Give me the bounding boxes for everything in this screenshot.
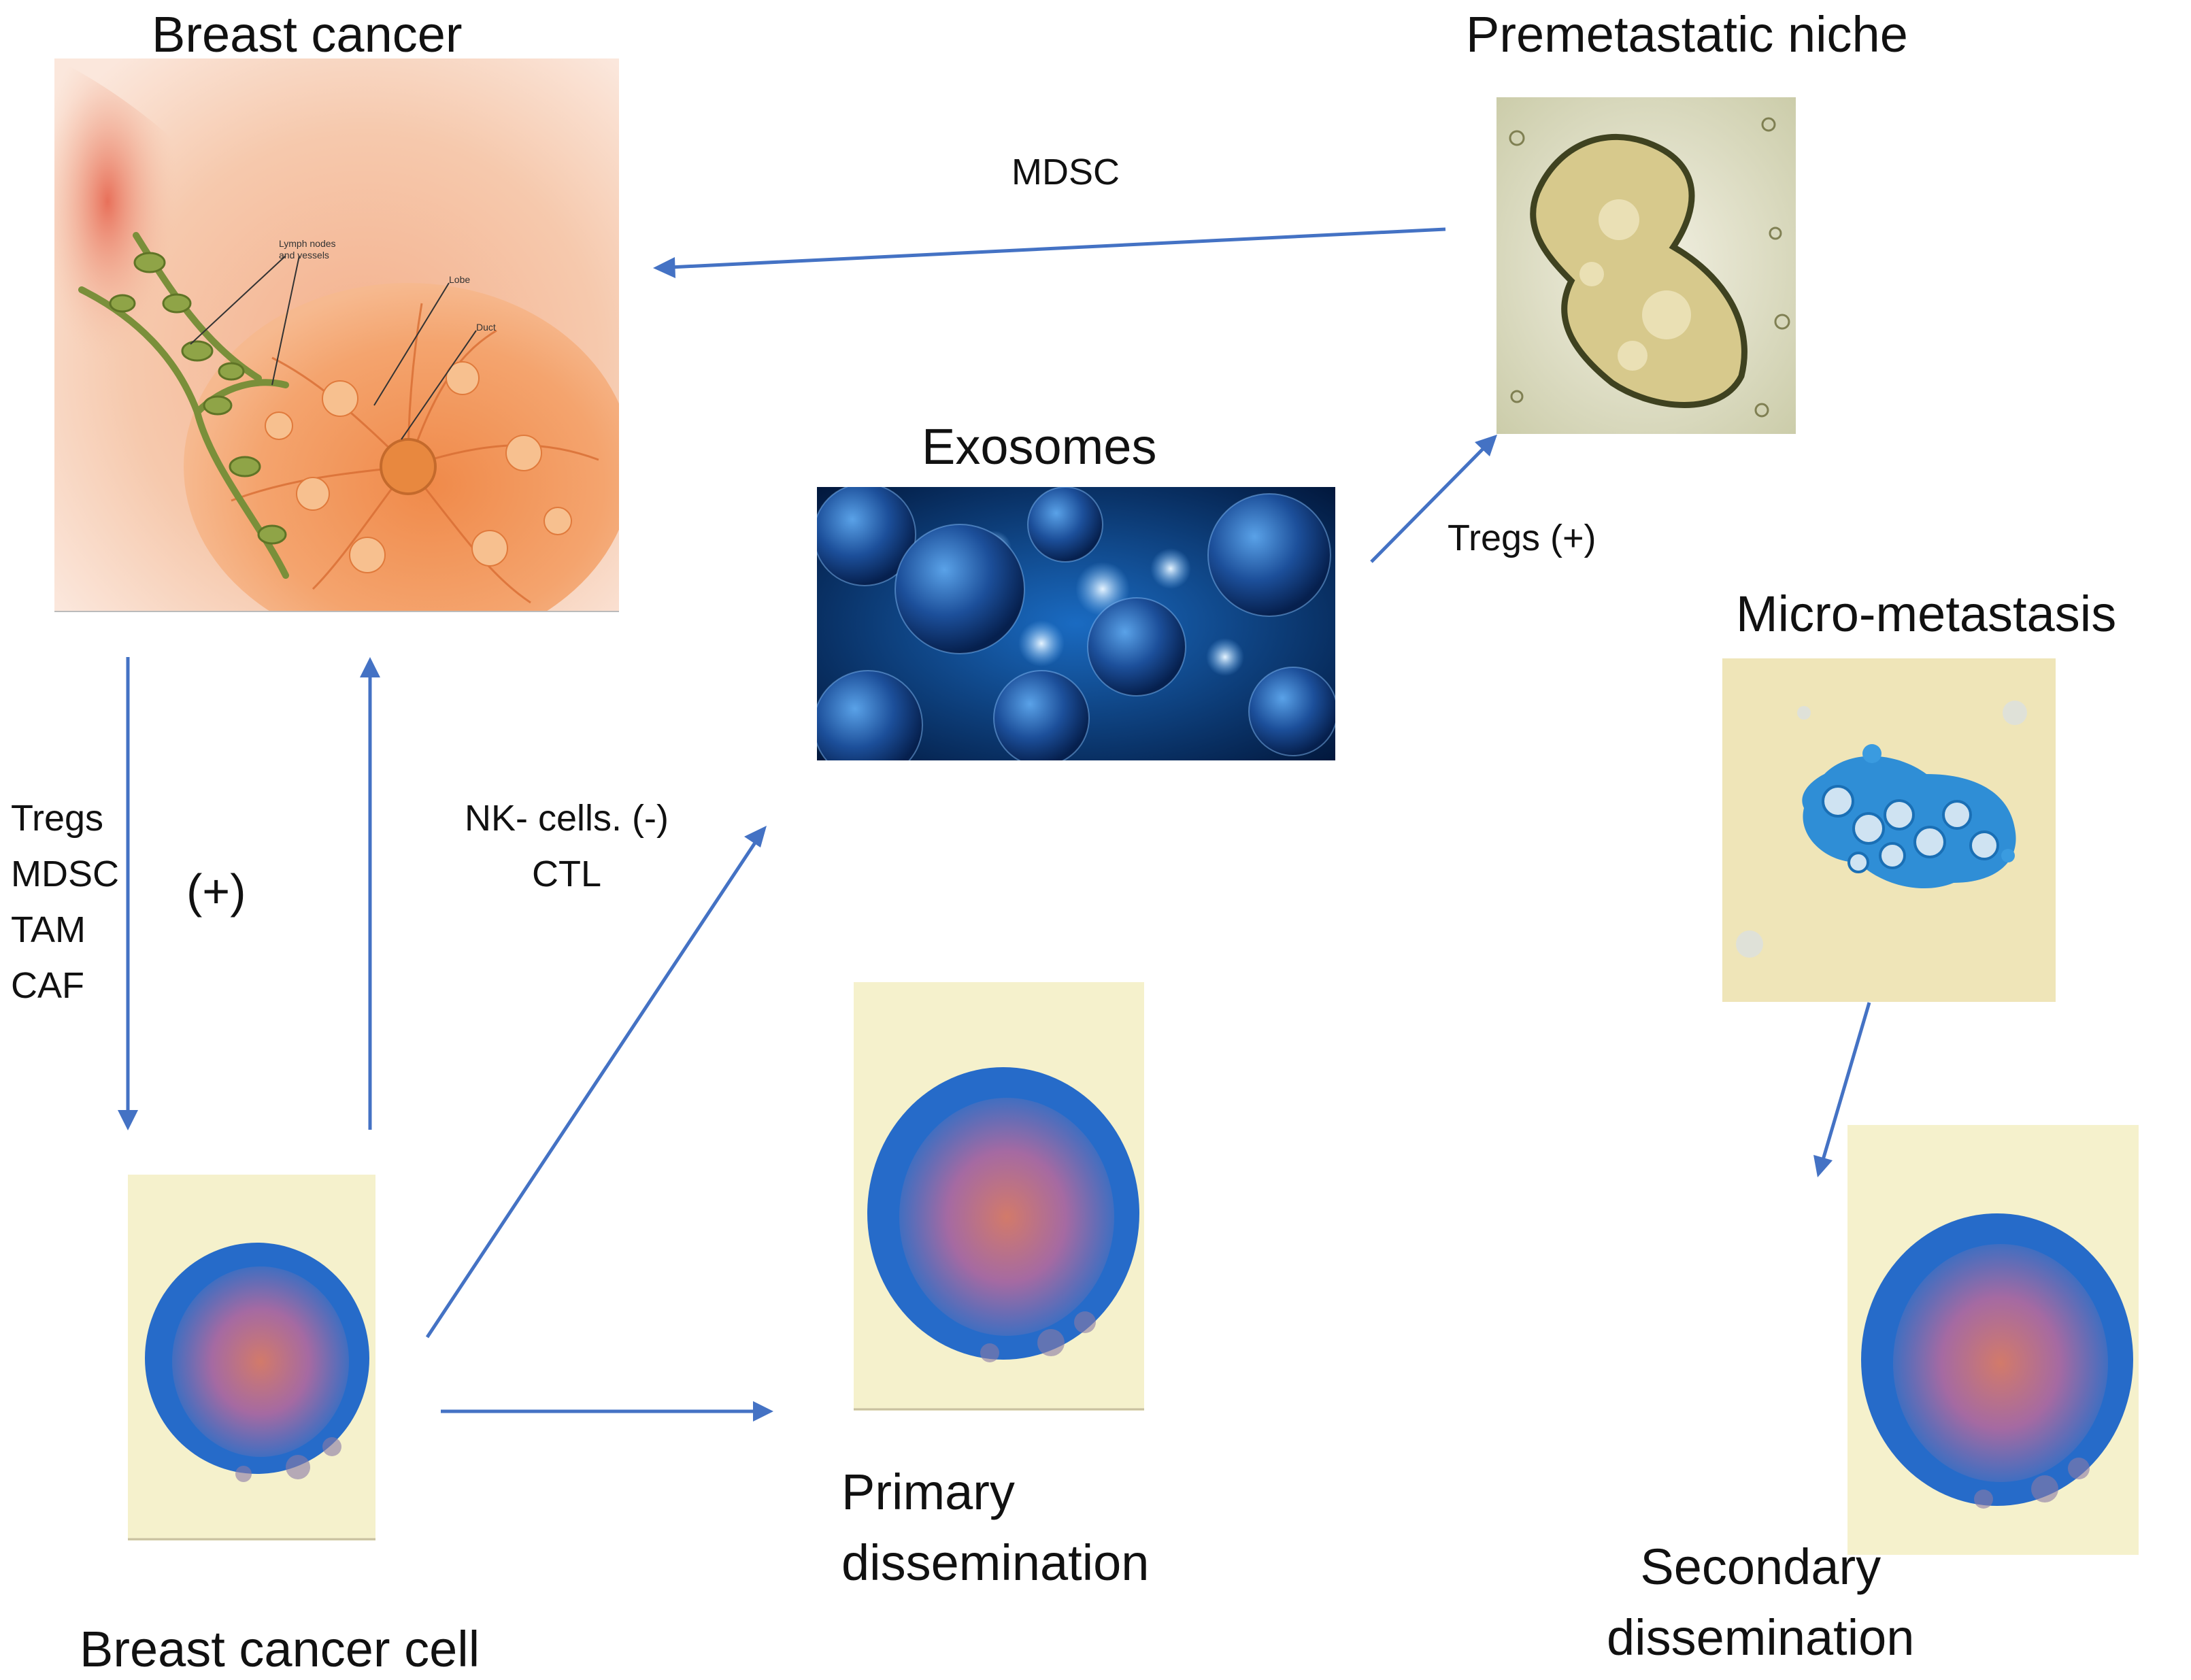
arrowhead-cell-to-primary xyxy=(753,1401,773,1422)
arrowhead-niche-to-breast xyxy=(653,257,675,278)
exosomes-image xyxy=(817,487,1335,760)
exosomes-title: Exosomes xyxy=(922,418,1157,475)
secondary-dissemination-cell-image xyxy=(1847,1125,2139,1555)
lobe-label: Lobe xyxy=(449,274,471,285)
arrowhead-breast-to-cell xyxy=(118,1110,138,1130)
arrowhead-cell-to-exosomes xyxy=(744,826,767,847)
duct-label: Duct xyxy=(476,322,496,333)
tregs-plus-label: Tregs (+) xyxy=(1448,518,1596,558)
micro-metastasis-image xyxy=(1722,658,2056,1002)
arrow-cell-to-exosomes xyxy=(425,839,758,1339)
micro-metastasis-title: Micro-metastasis xyxy=(1736,586,2117,642)
breast-cancer-cell-image xyxy=(128,1175,375,1541)
breast-cancer-cell-title: Breast cancer cell xyxy=(80,1621,480,1677)
arrowhead-exosomes-to-niche xyxy=(1475,435,1497,456)
premetastatic-niche-image xyxy=(1496,97,1796,434)
breast-cancer-title: Breast cancer xyxy=(152,6,463,63)
plus-label: (+) xyxy=(186,864,246,918)
arrow-niche-to-breast xyxy=(669,227,1446,269)
mdsc-label: MDSC xyxy=(1011,152,1120,192)
primary-dissemination-title: Primary dissemination xyxy=(841,1464,1150,1591)
immune-cells-list: Tregs MDSC TAM CAF xyxy=(11,798,119,1007)
arrowhead-micro-to-secondary xyxy=(1813,1155,1833,1177)
secondary-dissemination-title: Secondary dissemination xyxy=(1607,1539,1915,1666)
nk-ctl-label: NK- cells. (-) CTL xyxy=(465,798,669,895)
lymph-nodes-label: Lymph nodes and vessels xyxy=(279,238,336,261)
primary-dissemination-cell-image xyxy=(854,982,1144,1411)
premetastatic-niche-title: Premetastatic niche xyxy=(1466,6,1908,63)
breast-anatomy-illustration: Lymph nodes and vessels Lobe Duct xyxy=(54,58,619,612)
arrowhead-cell-to-breast xyxy=(360,657,380,677)
